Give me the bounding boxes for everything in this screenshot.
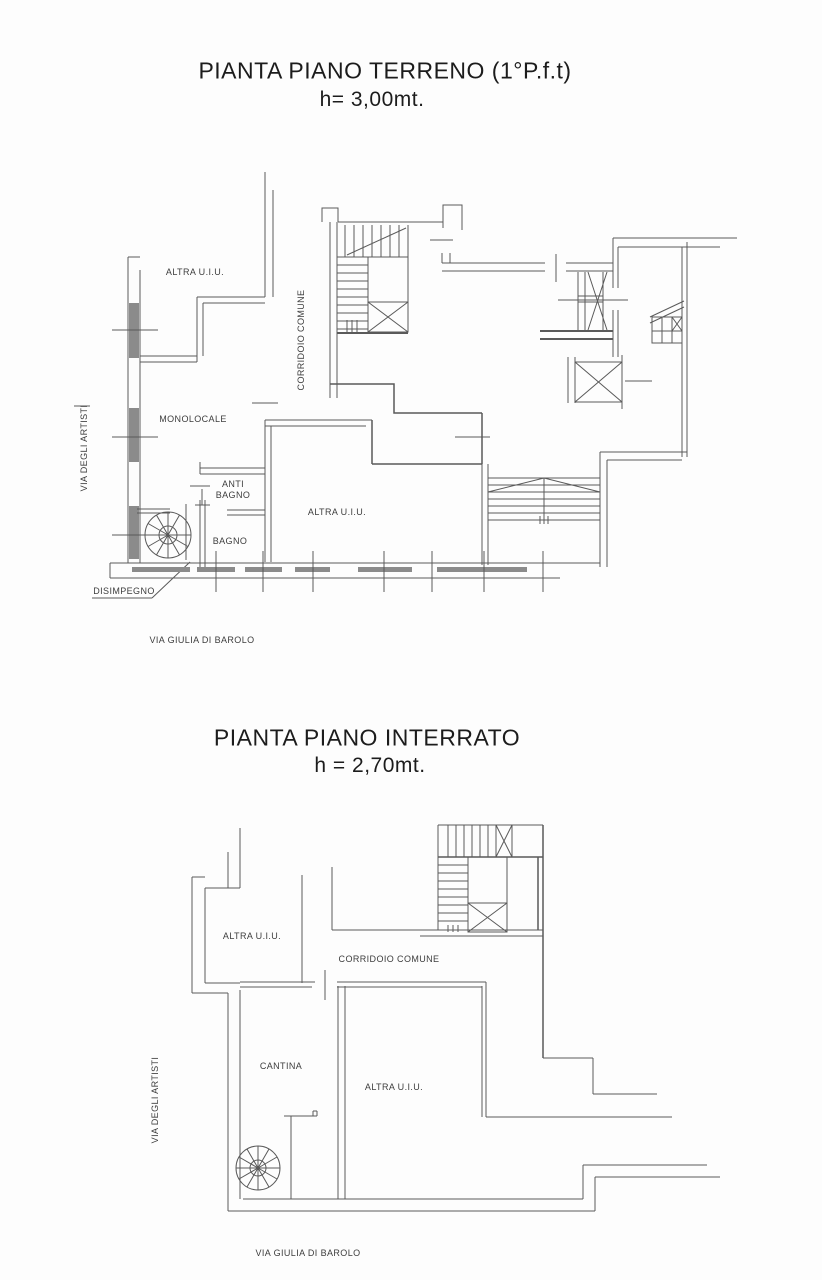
room-label-monolocale: MONOLOCALE <box>159 413 227 424</box>
basement-corridor-walls <box>240 867 543 1000</box>
ground-spiral-staircase <box>144 511 192 559</box>
ground-upper-left-room-walls <box>140 296 265 363</box>
basement-right-boundary <box>486 1057 720 1211</box>
ground-floor-height-note: h= 3,00mt. <box>319 88 425 111</box>
room-label-corridoio-basement: CORRIDOIO COMUNE <box>338 953 440 964</box>
room-label-bagno: BAGNO <box>212 535 248 546</box>
room-label-cantina: CANTINA <box>259 1060 303 1071</box>
ground-right-wing-walls <box>599 237 737 567</box>
basement-big-room-walls <box>337 982 487 1199</box>
basement-title: PIANTA PIANO INTERRATO <box>213 724 521 751</box>
basement-plan <box>191 824 720 1212</box>
room-label-disimpegno: DISIMPEGNO <box>93 585 155 596</box>
basement-staircase <box>437 824 544 1058</box>
ground-dumbwaiter <box>649 300 685 344</box>
ground-secondary-staircase <box>540 271 628 340</box>
room-label-corridoio-ground: CORRIDOIO COMUNE <box>295 289 306 391</box>
ground-floor-plan <box>74 172 737 599</box>
street-label-via-giulia-basement: VIA GIULIA DI BAROLO <box>255 1247 361 1258</box>
ground-corridor-walls <box>252 172 483 464</box>
ground-interior-wall-doors <box>441 253 613 282</box>
ground-left-wall-windows <box>74 256 158 563</box>
room-label-altra-uiu-basement-right: ALTRA U.I.U. <box>364 1081 424 1092</box>
basement-left-room-walls <box>191 828 303 1211</box>
room-label-anti-bagno-line2: BAGNO <box>215 489 251 500</box>
basement-cantina-walls <box>228 990 595 1212</box>
room-label-altra-uiu-center: ALTRA U.I.U. <box>307 506 367 517</box>
ground-elevator-shaft <box>567 355 652 409</box>
room-label-anti-bagno-line1: ANTI <box>221 478 245 489</box>
ground-bathroom-walls <box>137 462 265 567</box>
ground-central-room-walls <box>264 419 490 565</box>
street-label-via-giulia-ground: VIA GIULIA DI BAROLO <box>149 634 255 645</box>
street-label-via-degli-artisti-basement: VIA DEGLI ARTISTI <box>149 1056 160 1144</box>
ground-lower-staircase <box>487 477 601 524</box>
ground-bottom-wall-windows <box>109 551 600 592</box>
ground-floor-title: PIANTA PIANO TERRENO (1°P.f.t) <box>198 57 572 84</box>
street-label-via-degli-artisti-ground: VIA DEGLI ARTISTI <box>78 404 89 492</box>
ground-main-staircase <box>337 204 463 334</box>
room-label-altra-uiu-basement-left: ALTRA U.I.U. <box>222 930 282 941</box>
basement-spiral-staircase <box>235 1145 281 1191</box>
room-label-altra-uiu-top: ALTRA U.I.U. <box>165 266 225 277</box>
basement-height-note: h = 2,70mt. <box>314 754 426 777</box>
